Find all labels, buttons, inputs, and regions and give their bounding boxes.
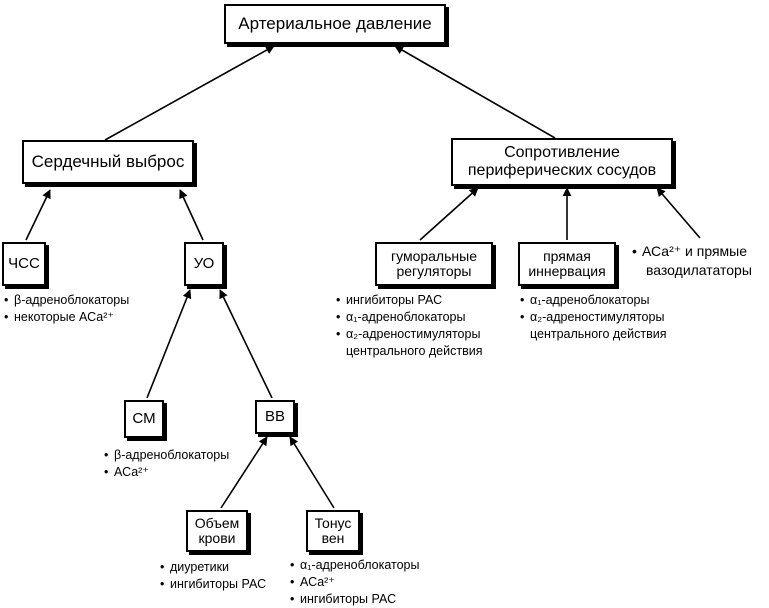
arrow-gr-to-sps — [419, 187, 479, 241]
note-item: некоторые АСа²⁺ — [14, 310, 114, 324]
note-item: ингибиторы РАС — [346, 293, 443, 307]
arrow-chss-to-sv — [25, 189, 51, 241]
node-calcium-antagonists-line1: АСа²⁺ и прямые — [642, 243, 747, 259]
node-contractility-label: СМ — [132, 409, 156, 427]
node-cardiac-output: Сердечный выброс — [22, 140, 194, 184]
notes-venous-tone: •α₁-адреноблокаторы •АСа²⁺ •ингибиторы Р… — [290, 558, 420, 606]
note-item: β-адреноблокаторы — [114, 448, 230, 462]
notes-direct-innervation: •α₁-адреноблокаторы •α₂-адреностимулятор… — [520, 293, 667, 341]
node-stroke-volume-label: УО — [193, 254, 215, 272]
node-peripheral-resistance-line2: периферических сосудов — [467, 162, 657, 179]
notes-humoral-regulators: •ингибиторы РАС •α₁-адреноблокаторы •α₂-… — [336, 293, 483, 358]
node-contractility: СМ — [124, 400, 164, 438]
bullet: • — [632, 243, 637, 259]
node-humoral-regulators-line2: регуляторы — [396, 263, 472, 279]
arrow-tv-to-vv — [289, 436, 335, 509]
arrow-vv-to-uo — [219, 289, 273, 399]
node-venous-return-label: ВВ — [264, 407, 285, 425]
node-blood-volume-line1: Объем — [194, 514, 240, 531]
arrow-sps-to-ad — [394, 45, 556, 139]
node-peripheral-resistance-line1: Сопротивление — [504, 144, 620, 162]
note-item: АСа²⁺ — [300, 575, 335, 589]
node-arterial-pressure-label: Артериальное давление — [238, 13, 432, 33]
note-item-continued: центрального действия — [346, 344, 483, 358]
note-item: α₁-адреноблокаторы — [300, 558, 420, 572]
node-direct-innervation: прямая иннервация — [518, 242, 616, 286]
node-stroke-volume: УО — [184, 242, 224, 286]
node-blood-volume-line2: крови — [198, 530, 236, 546]
notes-heart-rate: •β-адреноблокаторы •некоторые АСа²⁺ — [4, 293, 130, 324]
note-item: α₂-адреностимуляторы — [530, 310, 665, 324]
node-humoral-regulators: гуморальные регуляторы — [375, 242, 493, 286]
note-item: ингибиторы РАС — [300, 592, 397, 606]
note-item: диуретики — [170, 560, 230, 574]
node-calcium-antagonists-vasodilators: • АСа²⁺ и прямые вазодилататоры — [632, 242, 752, 280]
node-blood-volume: Объем крови — [186, 510, 248, 552]
arrow-ok-to-vv — [220, 436, 268, 509]
node-heart-rate: ЧСС — [2, 242, 46, 286]
node-direct-innervation-line1: прямая — [543, 247, 591, 264]
note-item: α₁-адреноблокаторы — [530, 293, 650, 307]
arrow-uo-to-sv — [179, 189, 204, 241]
note-item: α₂-адреностимуляторы — [346, 327, 481, 341]
note-item-continued: центрального действия — [530, 327, 667, 341]
note-item: АСа²⁺ — [114, 465, 149, 479]
node-venous-tone: Тонус вен — [306, 510, 360, 552]
note-item: α₁-адреноблокаторы — [346, 310, 466, 324]
note-item: ингибиторы РАС — [170, 577, 267, 591]
notes-blood-volume: •диуретики •ингибиторы РАС — [160, 560, 267, 591]
node-calcium-antagonists-line2: вазодилататоры — [646, 262, 752, 278]
node-arterial-pressure: Артериальное давление — [224, 4, 446, 44]
node-venous-tone-line1: Тонус — [314, 514, 352, 531]
node-humoral-regulators-line1: гуморальные — [391, 247, 477, 264]
arrow-aca-to-sps — [656, 187, 701, 239]
arrow-sv-to-ad — [104, 45, 275, 141]
node-heart-rate-label: ЧСС — [8, 254, 40, 272]
node-venous-tone-line2: вен — [321, 530, 345, 546]
node-peripheral-resistance: Сопротивление периферических сосудов — [451, 138, 673, 186]
node-cardiac-output-label: Сердечный выброс — [31, 151, 185, 171]
node-direct-innervation-line2: иннервация — [528, 263, 606, 279]
notes-contractility: •β-адреноблокаторы •АСа²⁺ — [104, 448, 230, 479]
node-venous-return: ВВ — [255, 400, 295, 434]
arrow-sm-to-uo — [146, 289, 192, 399]
note-item: β-адреноблокаторы — [14, 293, 130, 307]
